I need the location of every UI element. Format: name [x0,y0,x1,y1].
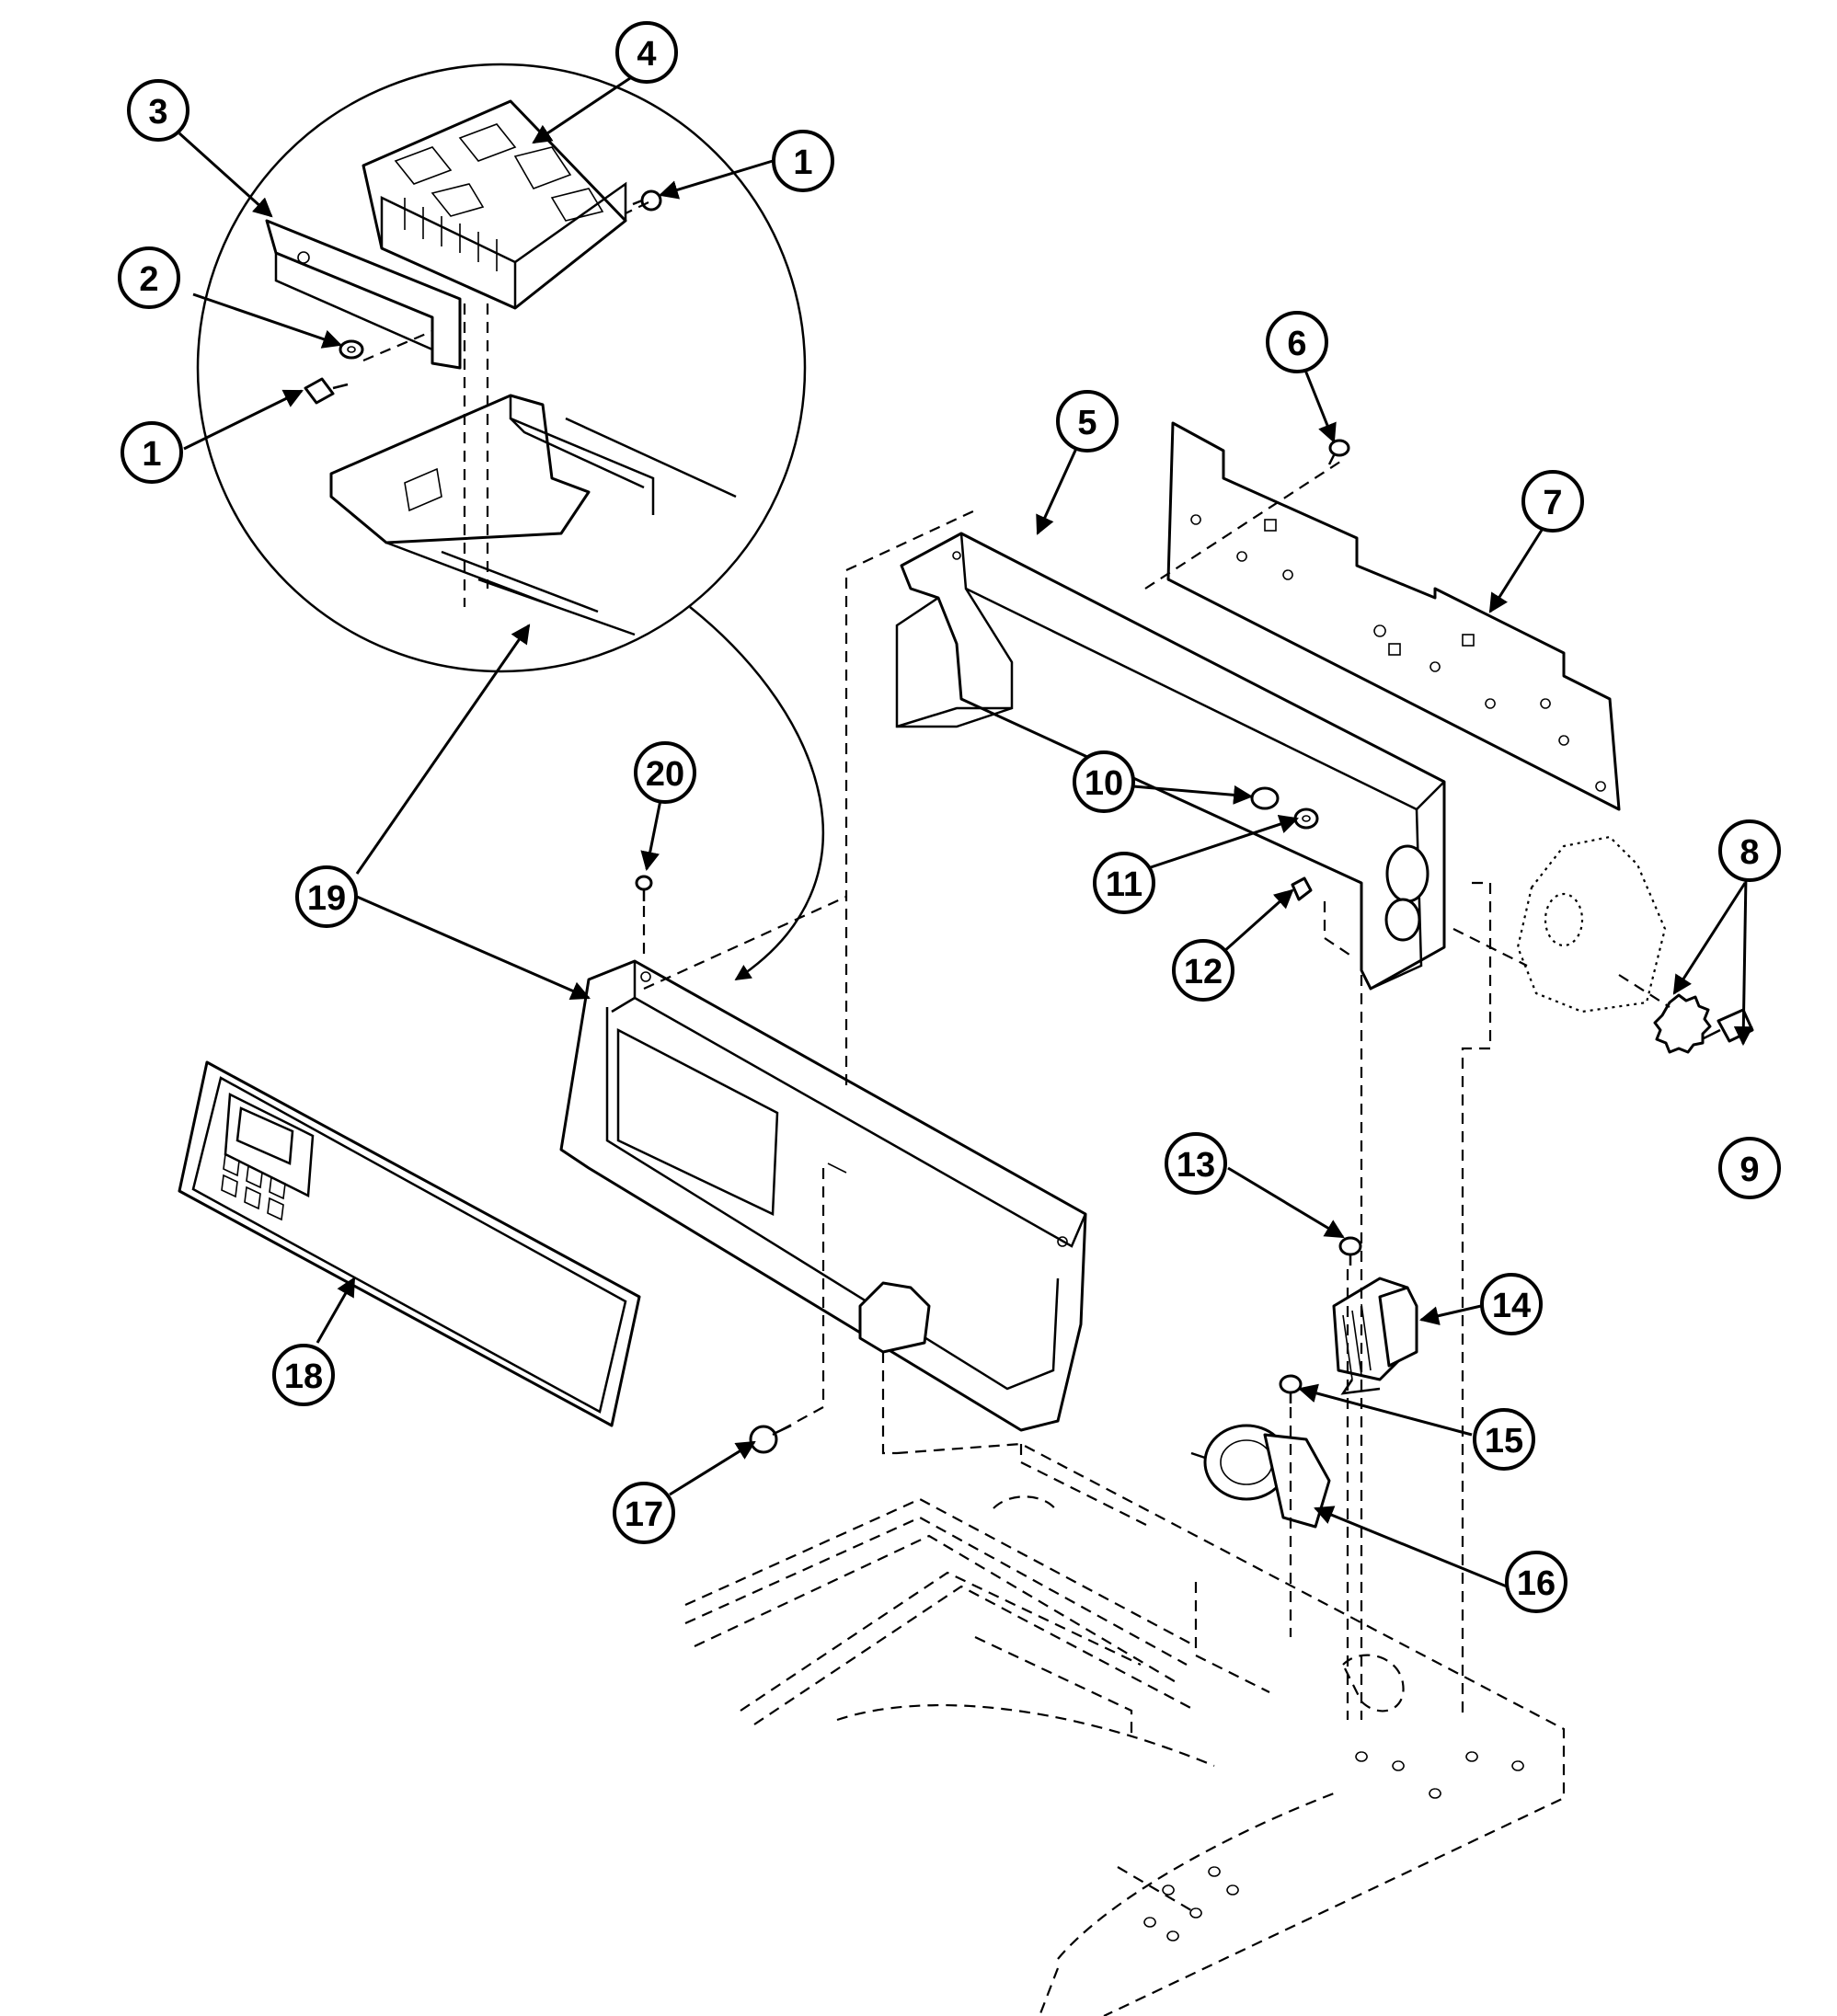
callout-5: 5 [1056,390,1119,452]
callout-19-label: 19 [307,879,346,918]
callout-1-lower: 1 [121,421,183,484]
callout-15: 15 [1473,1408,1535,1471]
part-11-washer [1293,808,1319,830]
callout-15-label: 15 [1485,1422,1523,1460]
detail-connector [689,606,825,981]
callout-18: 18 [272,1344,335,1406]
part-13-screw [1338,1236,1362,1266]
detail-view [196,63,825,981]
part-17-knob [749,1424,792,1454]
part-16-pressure-switch [1190,1424,1331,1529]
callout-20-label: 20 [646,755,684,794]
callout-4: 4 [615,21,678,84]
callout-13-label: 13 [1177,1146,1215,1185]
part-7-rear-panel [1166,421,1621,811]
callout-4-label: 4 [637,35,656,74]
part-12-clip [1291,876,1313,901]
callout-16-label: 16 [1517,1564,1556,1603]
callout-1-lower-label: 1 [142,435,161,474]
callout-7: 7 [1521,470,1584,533]
part-4-control-board [362,99,627,310]
callout-20: 20 [634,741,696,804]
part-1-screw-upper [632,189,662,212]
cabinet-base-outline [684,1442,1566,2016]
callout-3-label: 3 [148,93,167,132]
callout-2: 2 [118,246,180,309]
callout-10-label: 10 [1085,764,1123,803]
callout-9-label: 9 [1739,1151,1759,1189]
part-1-screw-lower [304,377,349,405]
callout-10: 10 [1073,750,1135,813]
part-15-screw [1279,1374,1303,1403]
callout-2-label: 2 [139,260,158,299]
callout-12: 12 [1172,939,1234,1002]
callout-11-label: 11 [1106,865,1142,904]
callout-1-upper-label: 1 [793,143,812,182]
assembly-lines [642,459,1671,1720]
callout-14-label: 14 [1492,1287,1531,1325]
part-3-bracket [265,219,462,370]
callout-6: 6 [1266,311,1328,373]
callout-6-label: 6 [1287,325,1306,363]
part-20-screw [635,875,653,901]
callout-13: 13 [1165,1132,1227,1195]
callout-14: 14 [1480,1273,1543,1335]
callout-12-label: 12 [1184,953,1223,991]
callout-9: 9 [1718,1137,1781,1199]
part-18-panel-overlay [178,1060,641,1427]
callout-11: 11 [1093,852,1155,914]
dotted-motor-bracket [1516,835,1667,1014]
callout-18-label: 18 [284,1357,323,1396]
part-6-screw [1327,439,1350,465]
detail-circle [196,63,807,673]
callout-16: 16 [1505,1551,1567,1613]
callout-3: 3 [127,79,189,142]
part-8-star-washer [1653,993,1712,1054]
callout-17-label: 17 [625,1495,663,1534]
callout-7-label: 7 [1543,484,1562,522]
part-5-console-frame [895,532,1446,991]
part-14-relay [1332,1277,1418,1395]
callout-8-label: 8 [1739,833,1759,872]
callout-8: 8 [1718,819,1781,882]
part-2-washer [339,339,364,360]
callout-1-upper: 1 [772,130,834,192]
callout-19: 19 [295,865,358,928]
callout-5-label: 5 [1077,404,1096,442]
callout-17: 17 [613,1482,675,1544]
console-tray-detail [329,394,737,636]
leader-lines [178,67,1753,1588]
part-10-nut [1250,786,1280,810]
